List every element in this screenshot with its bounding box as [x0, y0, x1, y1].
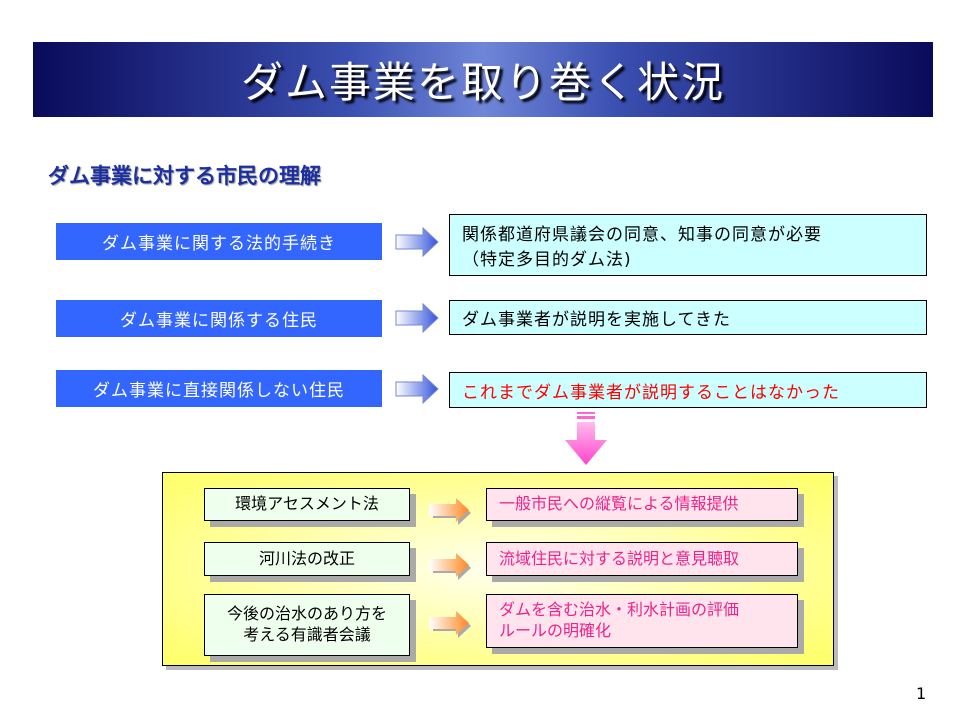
slide-title: ダム事業を取り巻く状況 — [33, 42, 933, 117]
change-effect: ダムを含む治水・利水計画の評価ルールの明確化 — [486, 594, 798, 648]
right-arrow-icon — [429, 553, 471, 580]
cause-line: 環境アセスメント法 — [235, 494, 379, 514]
change-cause: 環境アセスメント法 — [204, 488, 410, 521]
down-arrow-icon — [565, 412, 607, 465]
row-result-legal-procedure: 関係都道府県議会の同意、知事の同意が必要 （特定多目的ダム法) — [449, 214, 927, 276]
right-arrow-icon — [395, 303, 439, 333]
cause-line: 考える有識者会議 — [243, 625, 371, 644]
effect-line: ダムを含む治水・利水計画の評価 — [499, 600, 740, 620]
effect-line: ルールの明確化 — [499, 621, 612, 640]
effect-line: 一般市民への縦覧による情報提供 — [499, 494, 739, 514]
right-arrow-icon — [429, 611, 471, 638]
change-effect: 一般市民への縦覧による情報提供 — [486, 488, 798, 521]
section-heading: ダム事業に対する市民の理解 — [48, 164, 321, 188]
page-number: 1 — [916, 684, 927, 703]
change-cause: 今後の治水のあり方を考える有識者会議 — [204, 594, 410, 656]
result-line: （特定多目的ダム法) — [462, 250, 632, 270]
result-line: ダム事業者が説明を実施してきた — [462, 310, 731, 330]
row-label-legal-procedure: ダム事業に関する法的手続き — [56, 223, 382, 260]
row-result-related-residents: ダム事業者が説明を実施してきた — [449, 300, 927, 335]
right-arrow-icon — [395, 227, 439, 257]
right-arrow-icon — [395, 374, 439, 404]
change-effect: 流域住民に対する説明と意見聴取 — [486, 542, 798, 576]
row-label-unrelated-residents: ダム事業に直接関係しない住民 — [56, 370, 382, 407]
result-line: 関係都道府県議会の同意、知事の同意が必要 — [462, 225, 822, 245]
effect-line: 流域住民に対する説明と意見聴取 — [499, 548, 740, 568]
right-arrow-icon — [429, 498, 471, 525]
change-cause: 河川法の改正 — [204, 542, 410, 576]
row-label-related-residents: ダム事業に関係する住民 — [56, 300, 382, 337]
cause-line: 今後の治水のあり方を — [226, 604, 387, 624]
row-result-unrelated-residents: これまでダム事業者が説明することはなかった — [449, 372, 927, 408]
cause-line: 河川法の改正 — [258, 548, 355, 568]
result-line: これまでダム事業者が説明することはなかった — [462, 382, 840, 403]
